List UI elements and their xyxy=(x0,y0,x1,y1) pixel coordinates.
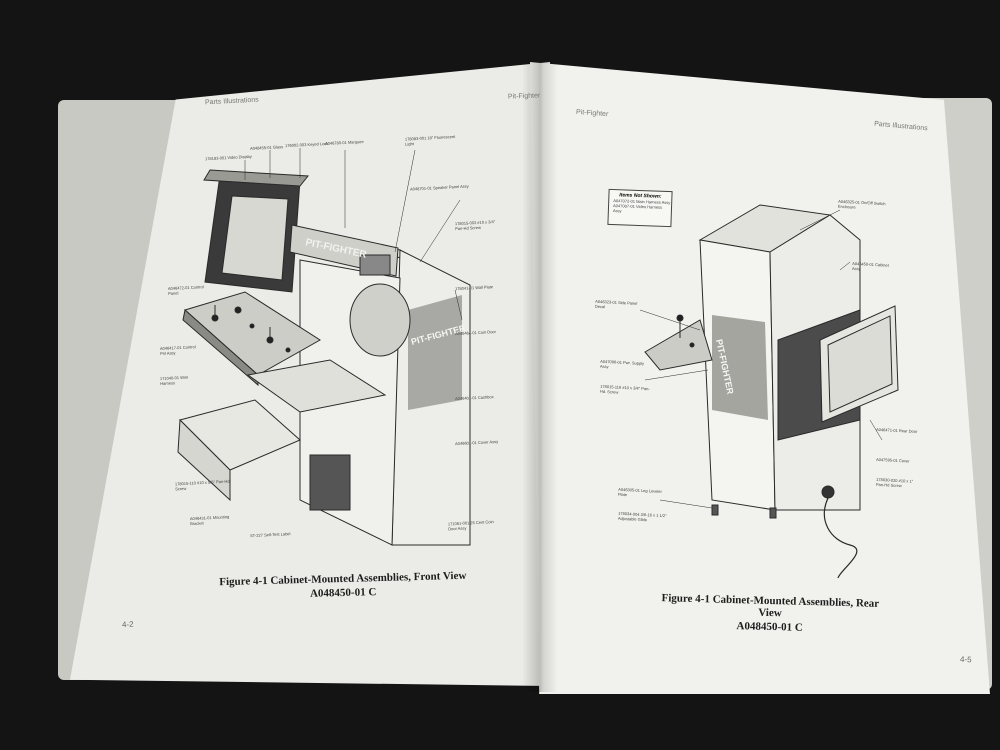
cashbox-front xyxy=(177,418,231,502)
front-view-drawing xyxy=(177,148,471,546)
monitor-glass xyxy=(221,195,289,281)
crt-monitor xyxy=(349,283,411,357)
right-page-number: 4-5 xyxy=(959,654,972,665)
left-callout-12: A046417-01 Control Pnl Assy xyxy=(159,344,196,357)
rear-side-art xyxy=(712,315,768,420)
cabinet-inner-shelf xyxy=(246,359,387,413)
side-art-stripe xyxy=(408,295,462,410)
display-shield xyxy=(203,169,309,187)
control-panel-front xyxy=(182,309,259,387)
rear-view-drawing xyxy=(639,204,899,579)
left-page-number: 4-2 xyxy=(121,619,134,630)
coin-door xyxy=(309,454,351,511)
left-callout-13: 171040-01 Wire Harness xyxy=(159,374,189,387)
items-not-shown-item: A047007-01 Video Harness Assy xyxy=(612,203,663,214)
rear-door-inner xyxy=(827,315,893,413)
speaker-grille xyxy=(359,254,391,276)
left-callout-7: A046472-01 Control Panel xyxy=(167,284,204,297)
power-cord-plug xyxy=(821,485,835,499)
rear-control-panel xyxy=(644,319,713,371)
items-not-shown-box: Items Not Shown: A047072-01 Main Harness… xyxy=(607,188,673,228)
power-cord xyxy=(823,497,858,579)
right-figure-caption: Figure 4-1 Cabinet-Mounted Assemblies, R… xyxy=(650,592,891,636)
book-gutter-shadow xyxy=(522,62,558,692)
right-caption-title: Figure 4-1 Cabinet-Mounted Assemblies, R… xyxy=(661,592,880,620)
